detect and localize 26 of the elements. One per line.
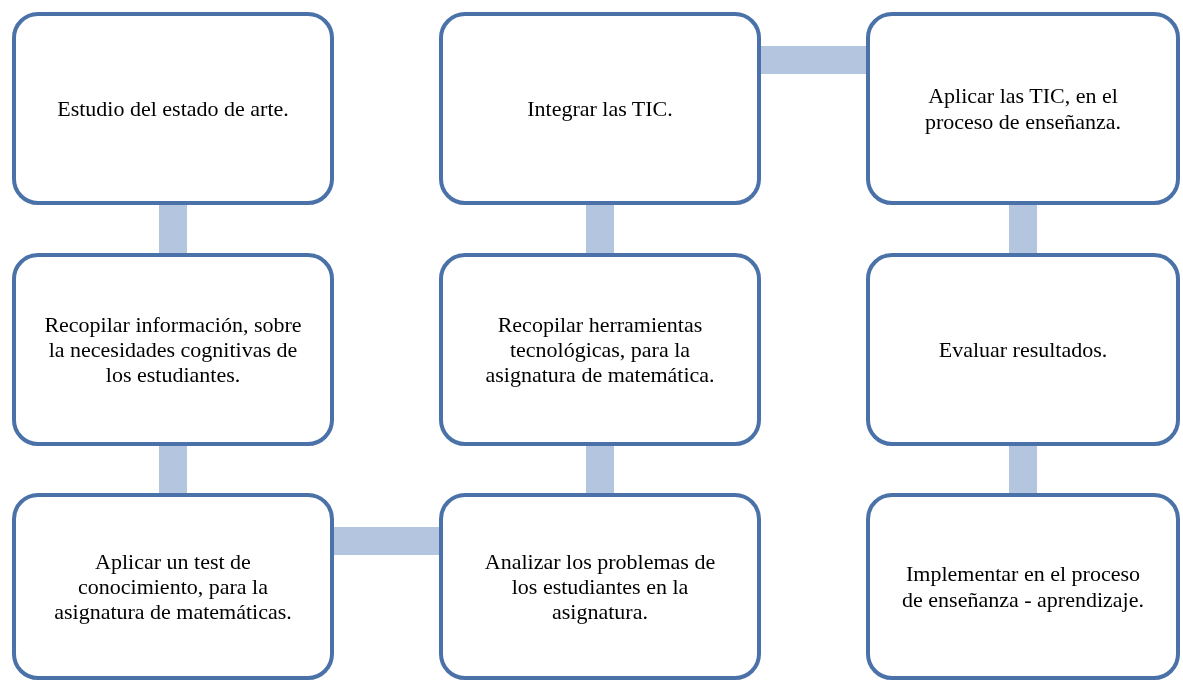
step-text: Evaluar resultados. <box>938 336 1108 363</box>
step-text: Implementar en el proceso de enseñanza - aprendizaje. <box>901 561 1145 612</box>
process-box <box>439 253 761 446</box>
process-box <box>439 493 761 680</box>
process-box <box>439 12 761 205</box>
step-text: Analizar los problemas de los estudiantes en la asignatura. <box>483 548 717 625</box>
process-box <box>866 493 1180 680</box>
step-text: Integrar las TIC. <box>527 95 673 122</box>
step-text: Recopilar herramientas tecnológicas, para la asignatura de matemática. <box>484 311 716 388</box>
connector-bar <box>586 205 614 253</box>
connector-bar <box>586 446 614 493</box>
connector-bar <box>159 446 187 493</box>
connector-bar <box>1009 205 1037 253</box>
process-box <box>866 12 1180 205</box>
process-box <box>12 493 334 680</box>
process-box <box>12 12 334 205</box>
step-text: Estudio del estado de arte. <box>57 95 289 122</box>
step-text: Aplicar un test de conocimiento, para la asignatura de matemáticas. <box>53 548 293 625</box>
process-box <box>12 253 334 446</box>
connector-bar <box>159 205 187 253</box>
step-text: Aplicar las TIC, en el proceso de enseñanza. <box>923 83 1123 134</box>
step-text: Recopilar información, sobre la necesidades cognitivas de los estudiantes. <box>44 311 302 388</box>
connector-bar <box>1009 446 1037 493</box>
process-box <box>866 253 1180 446</box>
connector-bar <box>334 527 439 555</box>
connector-bar <box>761 46 866 74</box>
